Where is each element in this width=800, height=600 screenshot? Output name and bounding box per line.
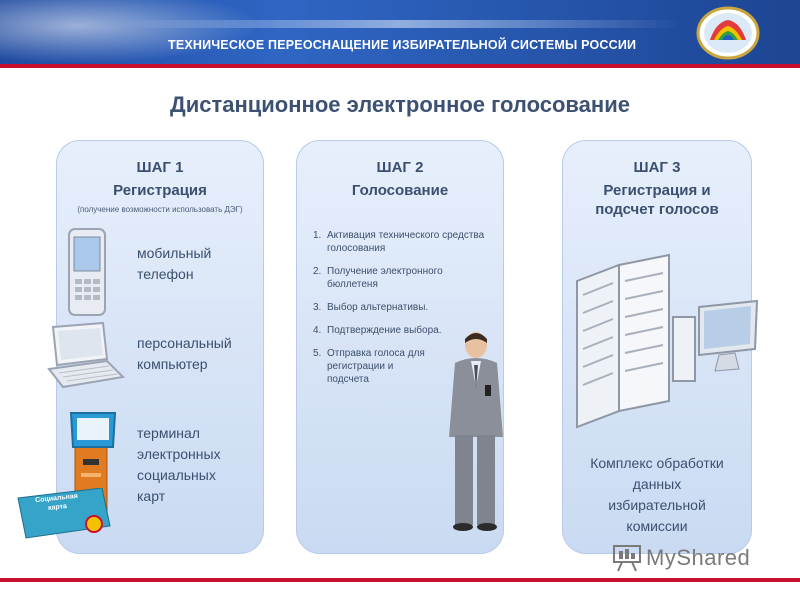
- list-number: 4.: [313, 325, 322, 336]
- device-label-line: мобильный: [137, 245, 212, 261]
- page-title: Дистанционное электронное голосование: [170, 92, 630, 117]
- device-label-line: персональный: [137, 335, 232, 351]
- list-number: 1.: [313, 230, 322, 241]
- mobile-phone-icon: [68, 228, 106, 316]
- footer-red-line: [0, 578, 800, 582]
- list-item: 3. Выбор альтернативы.: [313, 301, 493, 314]
- watermark-text: MyShared: [646, 545, 751, 570]
- processing-complex-caption: Комплекс обработки данных избирательной …: [563, 453, 751, 537]
- step-3-card: ШАГ 3 Регистрация и подсчет голосов Комп…: [562, 140, 759, 554]
- device-label-line: социальных: [137, 467, 216, 483]
- caption-line: Комплекс обработки: [590, 455, 724, 471]
- list-number: 2.: [313, 266, 322, 277]
- list-item: 1. Активация технического средства голосо…: [313, 229, 493, 255]
- step-2-card: ШАГ 2 Голосование 1. Активация техническо…: [296, 140, 504, 554]
- social-card-icon: Социальная карта: [14, 487, 114, 540]
- step-2-number: ШАГ 2: [376, 159, 424, 176]
- device-label-line: телефон: [137, 266, 194, 282]
- step-3-name: Регистрация и подсчет голосов: [563, 181, 751, 219]
- step-1-name: Регистрация: [113, 182, 207, 199]
- laptop-icon: [47, 321, 126, 389]
- list-item: 5. Отправка голоса для регистрации и подс…: [313, 347, 433, 386]
- list-text: Выбор альтернативы.: [327, 302, 429, 313]
- server-rack-icon: [576, 253, 759, 429]
- header-glow: [0, 0, 260, 64]
- device-label-line: терминал: [137, 425, 200, 441]
- device-label-computer: персональный компьютер: [137, 333, 232, 375]
- list-number: 3.: [313, 302, 322, 313]
- myshared-watermark: MyShared: [612, 540, 772, 574]
- step-1-note: (получение возможности использовать ДЭГ): [77, 205, 243, 214]
- presentation-board-icon: [613, 545, 641, 572]
- caption-line: избирательной: [608, 497, 706, 513]
- list-text: Активация технического средства голосова…: [327, 230, 485, 254]
- device-label-terminal: терминал электронных социальных карт: [137, 423, 221, 507]
- list-text: Отправка голоса для регистрации и подсче…: [327, 348, 425, 385]
- header-red-line: [0, 64, 800, 68]
- caption-line: комиссии: [626, 518, 688, 534]
- step-2-name: Голосование: [351, 182, 449, 199]
- step-3-name-line: подсчет голосов: [595, 201, 719, 218]
- step-1-card: ШАГ 1 Регистрация (получение возможности…: [47, 140, 264, 554]
- step-3-number: ШАГ 3: [633, 159, 681, 176]
- header-banner: ТЕХНИЧЕСКОЕ ПЕРЕОСНАЩЕНИЕ ИЗБИРАТЕЛЬНОЙ …: [0, 0, 800, 64]
- device-label-line: компьютер: [137, 356, 208, 372]
- list-number: 5.: [313, 348, 322, 359]
- caption-line: данных: [632, 476, 682, 492]
- device-label-phone: мобильный телефон: [137, 243, 211, 285]
- cec-emblem-icon: [696, 6, 760, 60]
- step-3-name-line: Регистрация и: [603, 182, 711, 199]
- list-text: Получение электронного бюллетеня: [327, 266, 443, 290]
- step-1-number: ШАГ 1: [136, 159, 184, 176]
- list-item: 2. Получение электронного бюллетеня: [313, 265, 493, 291]
- header-title: ТЕХНИЧЕСКОЕ ПЕРЕОСНАЩЕНИЕ ИЗБИРАТЕЛЬНОЙ …: [168, 38, 637, 52]
- device-label-line: карт: [137, 488, 166, 504]
- header-stripe: [120, 20, 680, 28]
- step-2-list: 1. Активация технического средства голосо…: [313, 229, 493, 396]
- list-text: Подтверждение выбора.: [327, 325, 442, 336]
- device-label-line: электронных: [137, 446, 221, 462]
- list-item: 4. Подтверждение выбора.: [313, 324, 493, 337]
- man-with-phone-icon: [449, 332, 503, 531]
